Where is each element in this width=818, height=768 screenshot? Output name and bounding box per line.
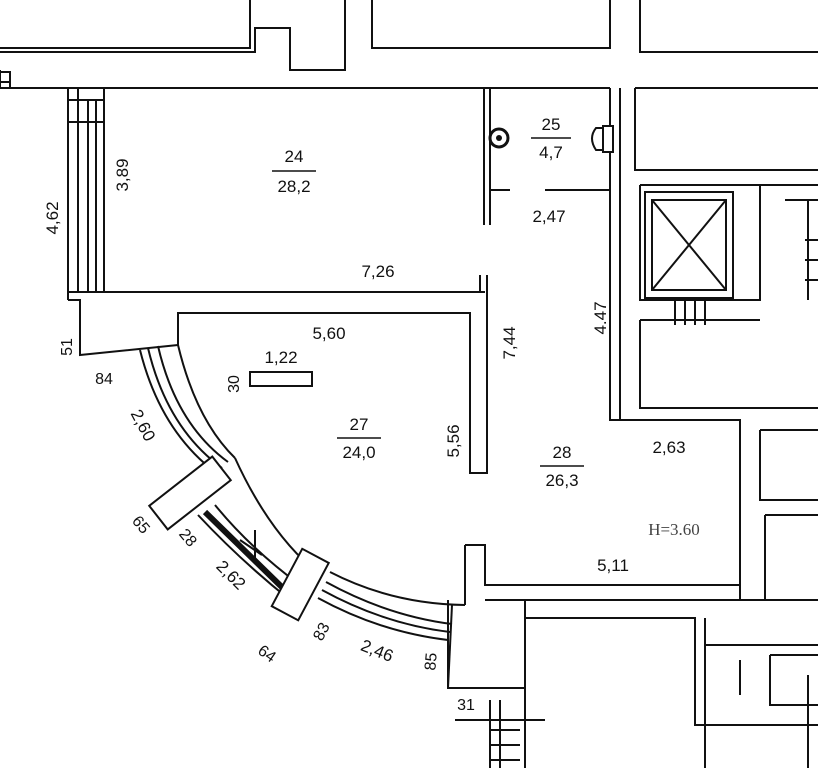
room-27-number: 27 xyxy=(350,415,369,434)
dim-83: 83 xyxy=(310,620,333,644)
room-25-number: 25 xyxy=(542,115,561,134)
dim-64: 64 xyxy=(254,642,278,666)
dim-7-44: 7,44 xyxy=(500,326,519,359)
dim-2-47: 2,47 xyxy=(532,207,565,226)
room-28-number: 28 xyxy=(553,443,572,462)
dim-4-62: 4,62 xyxy=(43,201,62,234)
dim-28: 28 xyxy=(175,526,200,551)
dim-31: 31 xyxy=(457,697,475,714)
dim-51: 51 xyxy=(59,338,76,356)
room-labels: 24 28,2 25 4,7 27 24,0 28 26,3 xyxy=(272,115,584,490)
dim-65: 65 xyxy=(128,513,153,538)
dim-2-46: 2,46 xyxy=(358,636,396,666)
elevator-shaft xyxy=(644,191,734,325)
dim-1-22: 1,22 xyxy=(264,348,297,367)
dimension-labels: 4,62 3,89 7,26 2,47 5,60 7,44 4.47 1,22 … xyxy=(43,158,700,714)
dim-5-56: 5,56 xyxy=(444,424,463,457)
dim-85: 85 xyxy=(422,652,440,671)
dim-84: 84 xyxy=(95,371,113,388)
room-25-area: 4,7 xyxy=(539,143,563,162)
dim-2-63: 2,63 xyxy=(652,438,685,457)
curved-facade xyxy=(139,344,740,689)
dim-7-26: 7,26 xyxy=(361,262,394,281)
dim-4-47: 4.47 xyxy=(591,301,610,334)
dim-5-60: 5,60 xyxy=(312,324,345,343)
room-28-area: 26,3 xyxy=(545,471,578,490)
room-25-walls xyxy=(483,88,614,225)
room-24-number: 24 xyxy=(285,147,304,166)
dim-2-60: 2,60 xyxy=(127,406,159,444)
dim-5-11: 5,11 xyxy=(597,556,629,575)
room-24-area: 28,2 xyxy=(277,177,310,196)
room-27-walls xyxy=(68,275,488,474)
column-rect xyxy=(249,371,313,387)
dim-30: 30 xyxy=(226,375,243,393)
dim-2-62: 2,62 xyxy=(212,557,249,594)
ceiling-height: H=3.60 xyxy=(648,520,700,539)
room-24-walls xyxy=(67,88,485,300)
dim-3-89: 3,89 xyxy=(113,158,132,191)
room-27-area: 24,0 xyxy=(342,443,375,462)
